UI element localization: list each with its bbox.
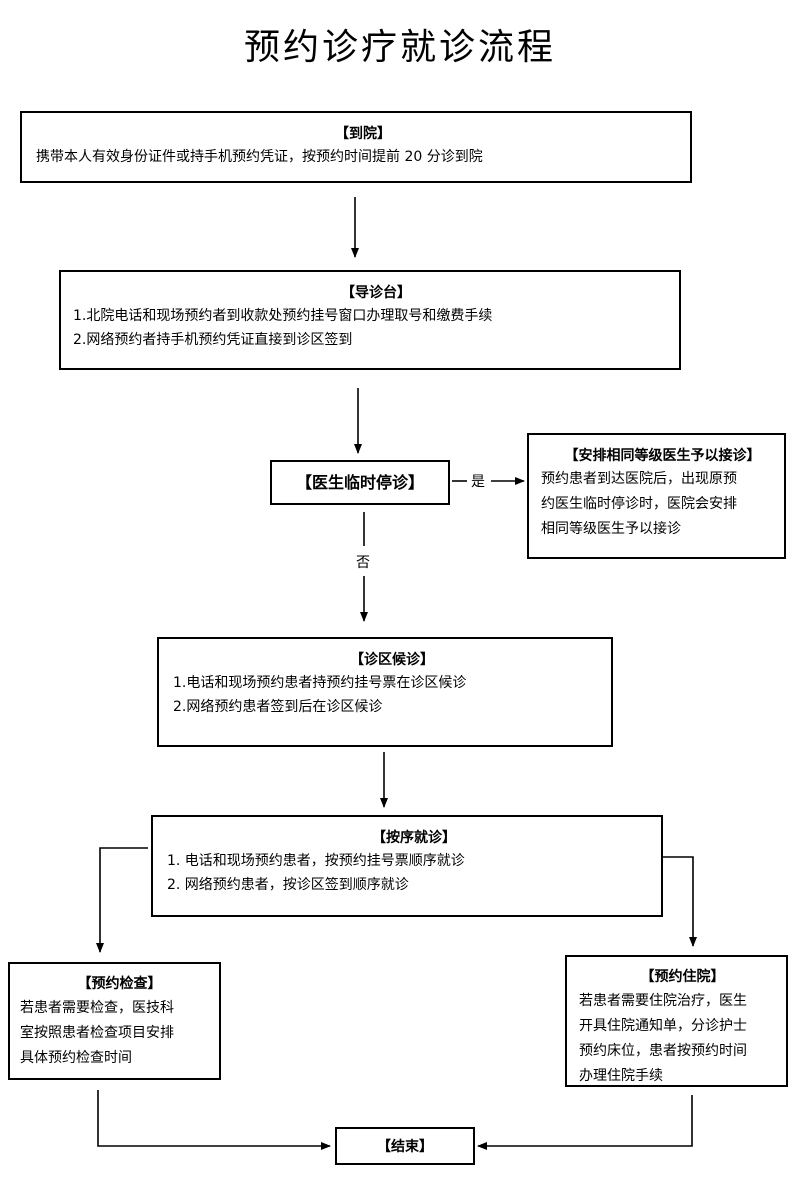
stop-heading: 【医生临时停诊】 <box>295 473 424 492</box>
guide-heading: 【导诊台】 <box>341 285 411 301</box>
end-box: 【结束】 <box>335 1127 475 1165</box>
arrow-hosp-to-end <box>477 1095 693 1150</box>
wait-box: 【诊区候诊】 1.电话和现场预约患者持预约挂号票在诊区候诊 2.网络预约患者签到… <box>157 637 613 747</box>
hosp-line-4: 办理住院手续 <box>579 1068 663 1084</box>
arrange-box: 【安排相同等级医生予以接诊】 预约患者到达医院后，出现原预 约医生临时停诊时，医… <box>527 433 786 559</box>
arrive-line-1: 携带本人有效身份证件或持手机预约凭证，按预约时间提前 20 分诊到院 <box>36 149 483 165</box>
arrow-order-to-hosp <box>663 856 697 947</box>
arrange-line-2: 约医生临时停诊时，医院会安排 <box>541 496 737 512</box>
order-box: 【按序就诊】 1. 电话和现场预约患者，按预约挂号票顺序就诊 2. 网络预约患者… <box>151 815 663 917</box>
order-line-1: 1. 电话和现场预约患者，按预约挂号票顺序就诊 <box>167 853 465 869</box>
hosp-line-2: 开具住院通知单，分诊护士 <box>579 1018 747 1034</box>
guide-line-2: 2.网络预约者持手机预约凭证直接到诊区签到 <box>73 332 353 348</box>
wait-line-2: 2.网络预约患者签到后在诊区候诊 <box>173 699 383 715</box>
hosp-heading: 【预约住院】 <box>640 969 725 985</box>
end-heading: 【结束】 <box>377 1139 433 1155</box>
arrange-heading: 【安排相同等级医生予以接诊】 <box>564 448 761 464</box>
exam-heading: 【预约检查】 <box>77 976 162 992</box>
arrow-order-to-exam <box>96 847 148 953</box>
guide-box: 【导诊台】 1.北院电话和现场预约者到收款处预约挂号窗口办理取号和缴费手续 2.… <box>59 270 681 370</box>
exam-line-2: 室按照患者检查项目安排 <box>20 1025 174 1041</box>
arrange-line-1: 预约患者到达医院后，出现原预 <box>541 471 737 487</box>
arrow-exam-to-end <box>97 1090 331 1150</box>
order-line-2: 2. 网络预约患者，按诊区签到顺序就诊 <box>167 877 409 893</box>
exam-line-3: 具体预约检查时间 <box>20 1050 132 1066</box>
guide-line-1: 1.北院电话和现场预约者到收款处预约挂号窗口办理取号和缴费手续 <box>73 308 493 324</box>
exam-line-1: 若患者需要检查，医技科 <box>20 1000 174 1016</box>
order-heading: 【按序就诊】 <box>372 830 456 846</box>
hosp-line-1: 若患者需要住院治疗，医生 <box>579 993 747 1009</box>
page-title: 预约诊疗就诊流程 <box>243 27 556 68</box>
arrive-heading: 【到院】 <box>335 126 391 142</box>
hosp-box: 【预约住院】 若患者需要住院治疗，医生 开具住院通知单，分诊护士 预约床位，患者… <box>565 955 788 1087</box>
yes-label: 是 <box>471 471 485 491</box>
wait-line-1: 1.电话和现场预约患者持预约挂号票在诊区候诊 <box>173 675 467 691</box>
exam-box: 【预约检查】 若患者需要检查，医技科 室按照患者检查项目安排 具体预约检查时间 <box>8 962 221 1080</box>
stop-box: 【医生临时停诊】 <box>270 460 450 505</box>
hosp-line-3: 预约床位，患者按预约时间 <box>579 1043 747 1059</box>
arrange-line-3: 相同等级医生予以接诊 <box>541 521 681 537</box>
wait-heading: 【诊区候诊】 <box>350 652 434 668</box>
no-label: 否 <box>356 552 370 572</box>
arrive-box: 【到院】 携带本人有效身份证件或持手机预约凭证，按预约时间提前 20 分诊到院 <box>20 111 692 183</box>
